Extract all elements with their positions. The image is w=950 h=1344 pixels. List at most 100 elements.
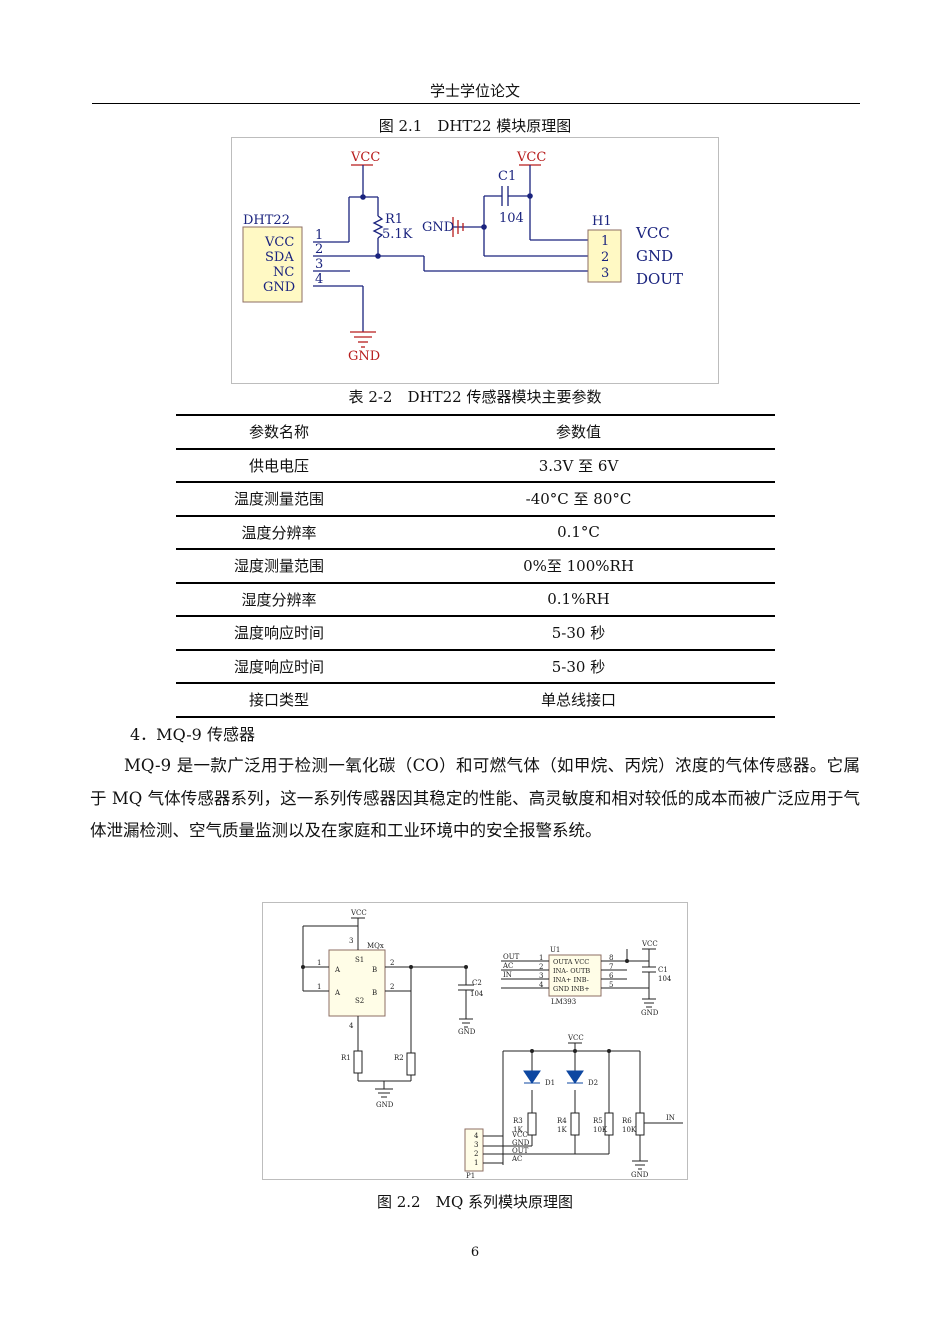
vcc-label-right: VCC: [516, 150, 546, 165]
mq-gnd-u1: GND: [641, 1009, 659, 1017]
dht22-schematic: VCC VCC C1 104 R1 5.1K DHT22 VCC SDA NC …: [231, 137, 719, 384]
table-row: 温度测量范围 -40°C 至 80°C: [176, 482, 775, 517]
mq-r6: R6: [622, 1117, 632, 1125]
mq-gnd-r: GND: [376, 1101, 394, 1109]
dht-pin-number-3: 3: [315, 257, 323, 272]
mq-u1-pin-8: 8: [609, 954, 613, 962]
mq-c2-value: 104: [470, 990, 484, 998]
mq-r4-value: 1K: [557, 1126, 567, 1134]
mq-gnd-r6: GND: [631, 1171, 649, 1179]
c1-label: C1: [498, 169, 516, 184]
mq-p1: P1: [466, 1172, 475, 1179]
mq-pin-a2: A: [334, 989, 341, 997]
mq-schematic: VCC MQx A A B B 1 1 2 2 3 4 S1 S2 C2 104…: [262, 902, 688, 1180]
mq-u1-ac: AC: [502, 962, 513, 970]
table-cell: 接口类型: [176, 683, 382, 718]
table-cell: 供电电压: [176, 448, 382, 483]
mq-u1-inner-1: OUTA VCC: [553, 958, 589, 966]
mq-p1-pin-4: 4: [474, 1132, 479, 1140]
dht-pin-number-2: 2: [315, 242, 323, 257]
table-cell: 湿度测量范围: [176, 549, 382, 584]
mq-pin-num-b1: 2: [390, 959, 394, 967]
table-header-row: 参数名称 参数值: [176, 414, 775, 450]
mq-p1-pin-2: 2: [474, 1150, 478, 1158]
mq-vcc-led: VCC: [567, 1034, 584, 1042]
gnd-label-cap: GND: [422, 220, 454, 235]
table-cell: 0%至 100%RH: [382, 549, 775, 584]
mq-u1-pin-1: 1: [539, 954, 543, 962]
figure-2-2-caption: 图 2.2 MQ 系列模块原理图: [376, 1193, 574, 1211]
table-row: 供电电压 3.3V 至 6V: [176, 448, 775, 483]
mq-r4: R4: [557, 1117, 567, 1125]
running-header: 学士学位论文: [429, 82, 520, 100]
table-row: 温度响应时间 5-30 秒: [176, 616, 775, 651]
mq-d1: D1: [545, 1079, 555, 1087]
h1-signal-vcc: VCC: [635, 224, 670, 242]
h1-pin-3: 3: [601, 266, 609, 281]
mq-d2: D2: [588, 1079, 598, 1087]
table-cell: 5-30 秒: [382, 649, 775, 684]
mq-r5-value: 10K: [593, 1126, 608, 1134]
c1-value: 104: [499, 211, 524, 226]
table-cell: 0.1°C: [382, 515, 775, 550]
mq-vcc-u1: VCC: [641, 940, 658, 948]
body-paragraph: MQ-9 是一款广泛用于检测一氧化碳（CO）和可燃气体（如甲烷、丙烷）浓度的气体…: [90, 750, 860, 848]
mq-u1: U1: [550, 946, 560, 954]
table-cell: -40°C 至 80°C: [382, 482, 775, 517]
mq-gnd-c2: GND: [458, 1028, 476, 1036]
mq-u1-inner-4: GND INB+: [553, 985, 590, 993]
table-cell: 温度分辨率: [176, 515, 382, 550]
table-header-cell: 参数值: [382, 414, 775, 450]
mq-p1-pin-3: 3: [474, 1141, 478, 1149]
mq-p1-out: OUT: [512, 1147, 529, 1155]
mq-p1-vcc: VCC: [511, 1131, 528, 1139]
header-rule: [92, 103, 860, 104]
table-cell: 0.1%RH: [382, 582, 775, 617]
gnd-label-bottom: GND: [348, 349, 380, 364]
mq-pin-num-h: 3: [349, 937, 353, 945]
parameter-table: 参数名称 参数值 供电电压 3.3V 至 6V 温度测量范围 -40°C 至 8…: [176, 414, 775, 718]
mq-r3: R3: [513, 1117, 523, 1125]
r1-value: 5.1K: [382, 227, 413, 242]
figure-2-1-caption: 图 2.1 DHT22 模块原理图: [378, 117, 572, 135]
mq-u1-pin-5: 5: [609, 981, 613, 989]
mq-lm393: LM393: [551, 998, 576, 1006]
dht-pin-sda: SDA: [265, 250, 294, 265]
mq-u1-inner-2: INA- OUTB: [553, 967, 590, 975]
mq-s1: S1: [355, 956, 364, 964]
dht-pin-vcc: VCC: [264, 235, 294, 250]
table-cell: 3.3V 至 6V: [382, 448, 775, 483]
mq-in: IN: [666, 1114, 675, 1122]
mq-r6-value: 10K: [622, 1126, 637, 1134]
mq-r1: R1: [341, 1054, 351, 1062]
mq-pin-b2: B: [372, 989, 377, 997]
mq-u1-pin-7: 7: [609, 963, 613, 971]
r1-label: R1: [385, 212, 403, 227]
dht22-schematic-drawing: VCC VCC C1 104 R1 5.1K DHT22 VCC SDA NC …: [242, 150, 683, 364]
page-number: 6: [470, 1245, 480, 1260]
table-row: 湿度分辨率 0.1%RH: [176, 582, 775, 617]
mq-u1-pin-3: 3: [539, 972, 543, 980]
mq-p1-gnd: GND: [512, 1139, 530, 1147]
mq-u1-in: IN: [503, 971, 512, 979]
mq-pin-a1: A: [334, 966, 341, 974]
table-2-2-caption: 表 2-2 DHT22 传感器模块主要参数: [348, 388, 602, 406]
mq-u1-inner-3: INA+ INB-: [553, 976, 589, 984]
vcc-label-left: VCC: [350, 150, 380, 165]
table-cell: 湿度响应时间: [176, 649, 382, 684]
mq-pin-b1: B: [372, 966, 377, 974]
mq-u1-out: OUT: [503, 953, 520, 961]
mq-pin-num-a2: 1: [317, 983, 321, 991]
mq-pin-num-b2: 2: [390, 983, 394, 991]
mq-c1: C1: [658, 966, 668, 974]
h1-pin-1: 1: [601, 234, 609, 249]
dht-pin-number-1: 1: [315, 228, 323, 243]
h1-label: H1: [592, 214, 612, 229]
table-header-cell: 参数名称: [176, 414, 382, 450]
dht-pin-number-4: 4: [315, 272, 323, 287]
table-row: 湿度测量范围 0%至 100%RH: [176, 549, 775, 584]
table-cell: 湿度分辨率: [176, 582, 382, 617]
dht-pin-gnd: GND: [263, 280, 295, 295]
mq-p1-pin-1: 1: [474, 1159, 478, 1167]
table-cell: 温度测量范围: [176, 482, 382, 517]
